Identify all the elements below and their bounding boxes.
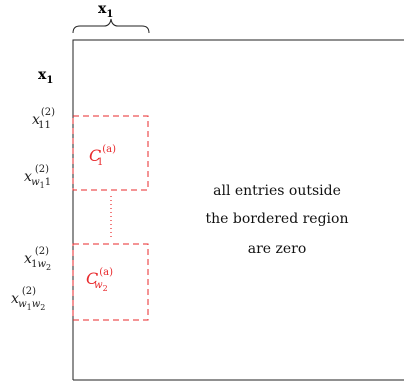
block-cw2-label: C(a)w2	[86, 267, 113, 293]
top-label: x1	[98, 1, 113, 20]
note-line-3: are zero	[248, 241, 307, 257]
block-c1-label: C(a)1	[89, 144, 116, 168]
row-label-x1w2: x(2)1w2	[24, 246, 51, 272]
block-cw2-border	[72, 243, 149, 321]
note-line-2: the bordered region	[206, 211, 349, 227]
top-brace	[72, 18, 150, 34]
row-label-xw1w2: x(2)w1w2	[11, 286, 45, 312]
block-c1-border	[72, 115, 149, 191]
row-label-x1: x1	[38, 67, 53, 86]
note-line-1: all entries outside	[213, 183, 341, 199]
row-label-x11: x(2)11	[32, 107, 55, 131]
row-label-xw11: x(2)w11	[24, 164, 51, 190]
matrix-frame	[72, 39, 404, 381]
